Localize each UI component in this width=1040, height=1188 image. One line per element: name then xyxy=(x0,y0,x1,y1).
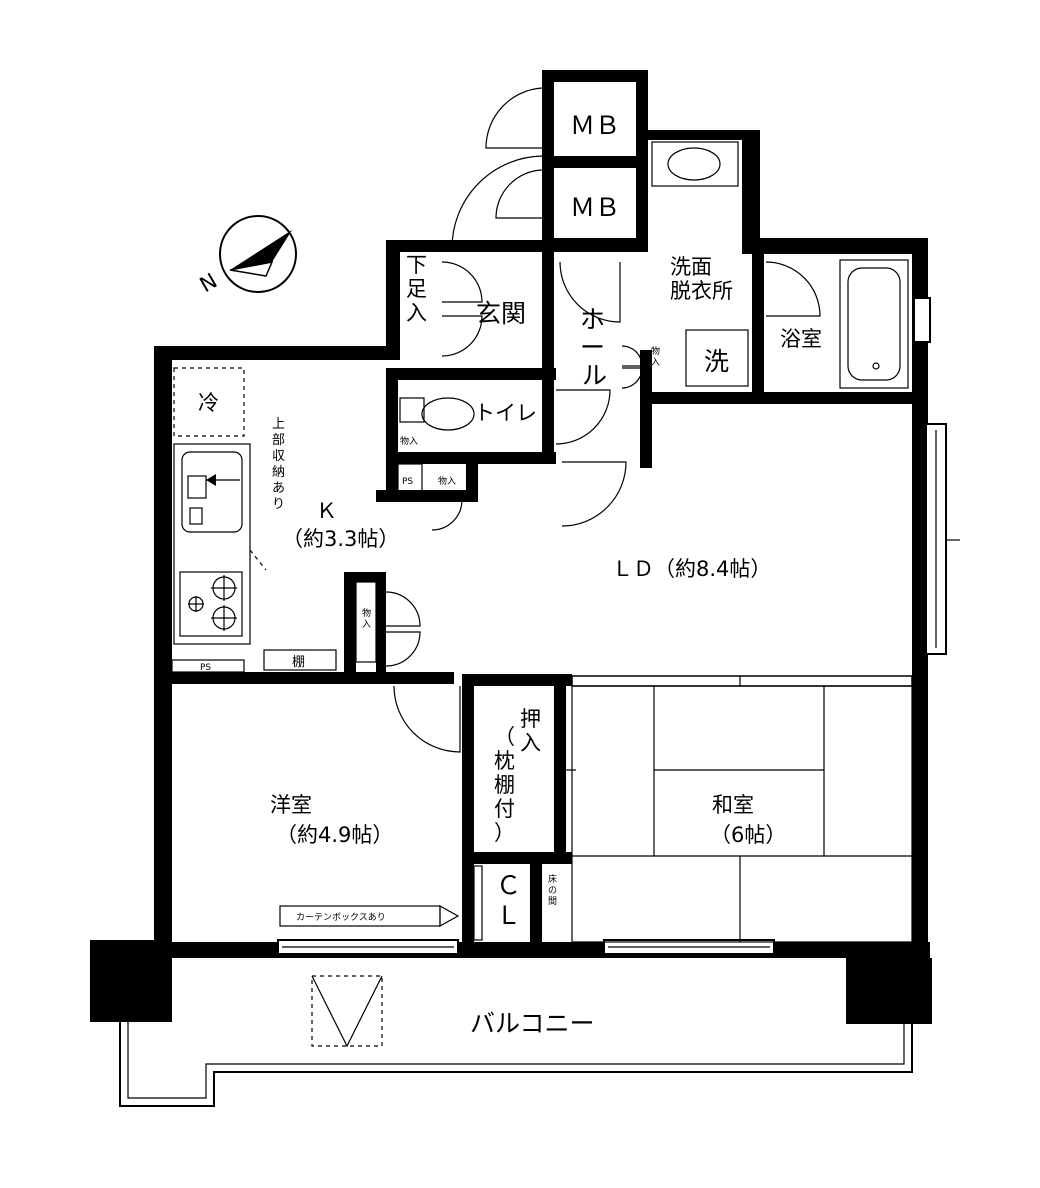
label-ps-lower: PS xyxy=(200,663,211,673)
label-oshiire-2: （枕棚付） xyxy=(494,725,515,845)
balcony-hatch-box xyxy=(311,975,383,1047)
cabinet xyxy=(263,649,337,671)
label-entrance: 玄関 xyxy=(476,299,526,328)
label-washroom-1: 洗面 xyxy=(670,255,712,279)
label-japanese-size: （6帖） xyxy=(710,823,786,847)
label-upper-storage-note: 上部収納あり xyxy=(272,417,285,512)
balcony-outline xyxy=(119,975,913,1107)
kitchen-counter xyxy=(173,443,251,645)
label-bathroom: 浴室 xyxy=(780,327,822,351)
label-storage-k: 物入 xyxy=(362,607,371,630)
label-tokonoma: 床の間 xyxy=(548,873,557,907)
windows xyxy=(277,297,960,955)
compass: N xyxy=(196,215,297,298)
bathtub xyxy=(839,259,909,389)
label-storage-small: 物入 xyxy=(651,345,660,368)
label-storage-toilet: 物入 xyxy=(400,435,418,447)
stove xyxy=(179,571,243,637)
label-kitchen-size: （約3.3帖） xyxy=(282,527,399,551)
label-mb-lower: ＭＢ xyxy=(570,193,620,222)
label-cabinet: 棚 xyxy=(292,655,305,670)
label-ld: ＬＤ（約8.4帖） xyxy=(612,557,771,581)
fridge-space xyxy=(173,367,245,437)
label-hall: ホール xyxy=(580,305,607,390)
compass-arrow-tail xyxy=(229,260,274,277)
label-ps-upper: PS xyxy=(402,477,413,487)
label-toilet: トイレ xyxy=(474,401,537,425)
room-labels: ＭＢ ＭＢ 下足入 玄関 ホール 洗面 脱衣所 洗 浴室 物入 トイレ 物入 P… xyxy=(198,111,822,1038)
interior-walls xyxy=(154,252,920,946)
label-western-name: 洋室 xyxy=(270,793,312,817)
label-balcony: バルコニー xyxy=(470,1009,595,1038)
label-washer: 洗 xyxy=(704,347,729,376)
label-kitchen-name: Ｋ xyxy=(316,499,337,523)
washbasin xyxy=(651,141,739,187)
label-storage-hall: 物入 xyxy=(438,475,456,487)
label-washroom-2: 脱衣所 xyxy=(670,279,733,303)
label-shoe-storage: 下足入 xyxy=(406,253,427,325)
washer-space xyxy=(685,329,749,387)
column-right xyxy=(846,958,932,1024)
label-fridge: 冷 xyxy=(198,391,219,415)
exterior-walls xyxy=(154,70,930,960)
compass-ring xyxy=(219,215,297,293)
sink xyxy=(187,475,207,499)
label-cl: ＣＬ xyxy=(496,871,521,930)
tatami-mats xyxy=(571,685,913,943)
compass-letter: N xyxy=(196,269,222,298)
fixtures xyxy=(171,141,913,943)
label-mb-upper: ＭＢ xyxy=(570,111,620,140)
door-swings xyxy=(385,87,821,753)
toilet-bowl xyxy=(421,397,475,431)
label-curtain-note: カーテンボックスあり xyxy=(296,912,386,923)
label-western-size: （約4.9帖） xyxy=(276,823,393,847)
label-oshiire-1: 押入 xyxy=(520,707,541,755)
label-japanese-name: 和室 xyxy=(712,793,754,817)
compass-arrow-icon xyxy=(230,230,292,270)
